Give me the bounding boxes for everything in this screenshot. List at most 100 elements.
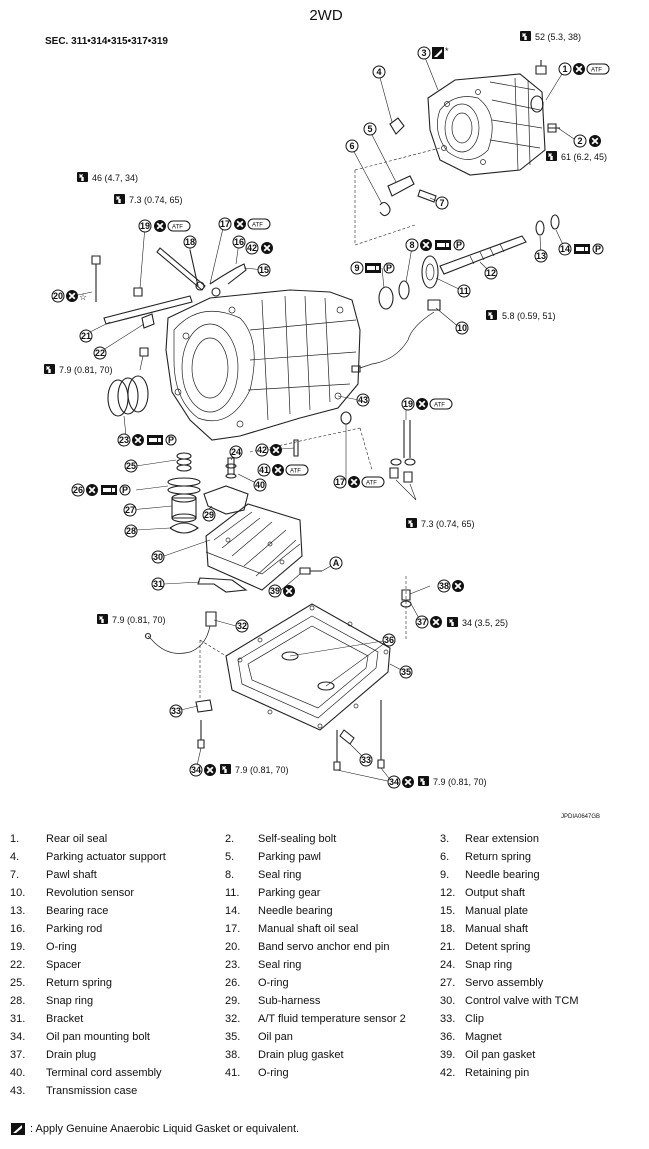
transmission-case: [165, 289, 361, 441]
atf-badge-41: ATF: [285, 464, 309, 476]
a-badge: A: [329, 556, 343, 570]
retaining-pin: [293, 439, 299, 457]
callout-26: 26: [71, 483, 85, 497]
svg-text:32: 32: [237, 621, 247, 631]
svg-text:7: 7: [439, 198, 444, 208]
anaerobic-star: *: [445, 46, 449, 56]
svg-text:22: 22: [95, 348, 105, 358]
svg-text:19: 19: [140, 221, 150, 231]
legend-number: 18.: [440, 923, 456, 935]
bearing-race: [535, 220, 545, 236]
legend-name: Pawl shaft: [46, 869, 97, 881]
callout-32: 32: [235, 619, 249, 633]
legend-name: Return spring: [465, 851, 532, 863]
legend-name: Servo assembly: [465, 977, 544, 989]
oring-26b: [167, 485, 201, 495]
svg-text:5: 5: [367, 124, 372, 134]
terminal-cord-assembly: [227, 457, 235, 475]
legend-number: 30.: [440, 995, 456, 1007]
oil-pan-bolt-right: [377, 700, 385, 769]
legend-number: 35.: [225, 1031, 241, 1043]
valve-bolt-a: [299, 567, 322, 575]
legend-name: Snap ring: [46, 995, 94, 1007]
callout-7: 7: [435, 196, 449, 210]
svg-text:14: 14: [560, 244, 570, 254]
anaerobic-sealant-icon: [11, 1123, 25, 1135]
callout-3: 3: [417, 46, 431, 60]
fluid-temp-sensor-cable: [147, 625, 211, 654]
rear-oil-seal: [530, 95, 544, 113]
callout-12: 12: [484, 266, 498, 280]
svg-text:7.3 (0.74, 65): 7.3 (0.74, 65): [129, 195, 183, 205]
control-valve-with-tcm: [205, 503, 303, 591]
svg-text:33: 33: [171, 706, 181, 716]
torque-61: 61 (6.2, 45): [545, 150, 607, 162]
legend-number: 9.: [440, 869, 450, 881]
legend-number: 12.: [440, 887, 456, 899]
svg-text:ATF: ATF: [290, 469, 301, 475]
svg-text:P: P: [168, 435, 174, 445]
svg-text:2: 2: [577, 136, 582, 146]
svg-text:27: 27: [125, 505, 135, 515]
legend-name: Manual shaft: [465, 923, 528, 935]
oil-pan-bolt-mid: [333, 730, 341, 771]
callout-4: 4: [372, 65, 386, 79]
svg-text:ATF: ATF: [434, 403, 445, 409]
svg-text:39: 39: [270, 586, 280, 596]
detent-spring: [103, 295, 193, 325]
return-spring-25: [176, 452, 192, 460]
svg-text:ATF: ATF: [366, 481, 377, 487]
callout-22: 22: [93, 346, 107, 360]
svg-text:34 (3.5, 25): 34 (3.5, 25): [462, 618, 508, 628]
callout-14: 14: [558, 242, 572, 256]
svg-text:7.9 (0.81, 70): 7.9 (0.81, 70): [112, 615, 166, 625]
torque-73b: 7.3 (0.74, 65): [405, 517, 475, 529]
callout-2: 2: [573, 134, 587, 148]
callout-25: 25: [124, 459, 138, 473]
legend-number: 32.: [225, 1013, 241, 1025]
callout-29: 29: [202, 508, 216, 522]
p-badge-8: P: [453, 239, 465, 251]
callout-37: 37: [415, 615, 429, 629]
svg-text:ATF: ATF: [172, 225, 183, 231]
needle-bearing-9: [378, 286, 394, 310]
clip-right: [339, 729, 355, 745]
svg-text:4: 4: [376, 67, 381, 77]
svg-text:43: 43: [358, 395, 368, 405]
legend-number: 27.: [440, 977, 456, 989]
torque-52: 52 (5.3, 38): [519, 30, 581, 42]
legend-number: 38.: [225, 1049, 241, 1061]
oil-pan: [225, 603, 391, 731]
callout-10: 10: [455, 321, 469, 335]
legend-number: 19.: [10, 941, 26, 953]
callout-39: 39: [268, 584, 282, 598]
legend-name: Terminal cord assembly: [46, 1067, 162, 1079]
legend-name: Seal ring: [258, 959, 302, 971]
svg-text:42: 42: [247, 243, 257, 253]
legend-number: 13.: [10, 905, 26, 917]
svg-text:7.3 (0.74, 65): 7.3 (0.74, 65): [421, 519, 475, 529]
magnet-a: [281, 651, 299, 661]
svg-text:52 (5.3, 38): 52 (5.3, 38): [535, 32, 581, 42]
seal-ring-23b: [117, 377, 139, 415]
legend-number: 1.: [10, 833, 20, 845]
svg-text:33: 33: [361, 755, 371, 765]
legend-number: 39.: [440, 1049, 456, 1061]
legend-number: 16.: [10, 923, 26, 935]
callouts: 1 2 3 4 5 6 7 8 9 10 11 12 13 14 15 16 1…: [51, 46, 587, 789]
parking-gear: [421, 255, 439, 289]
legend-name: O-ring: [258, 977, 289, 989]
oring-26a: [167, 477, 201, 487]
legend-name: Needle bearing: [465, 869, 540, 881]
atf-badge-17b: ATF: [361, 476, 385, 488]
legend-name: Revolution sensor: [46, 887, 135, 899]
svg-text:ATF: ATF: [252, 223, 263, 229]
spacer: [141, 313, 155, 329]
callout-27: 27: [123, 503, 137, 517]
callout-41: 41: [257, 463, 271, 477]
callout-23: 23: [117, 433, 131, 447]
clip-left: [195, 699, 213, 713]
legend-number: 28.: [10, 995, 26, 1007]
svg-text:17: 17: [335, 477, 345, 487]
legend-name: Parking actuator support: [46, 851, 166, 863]
